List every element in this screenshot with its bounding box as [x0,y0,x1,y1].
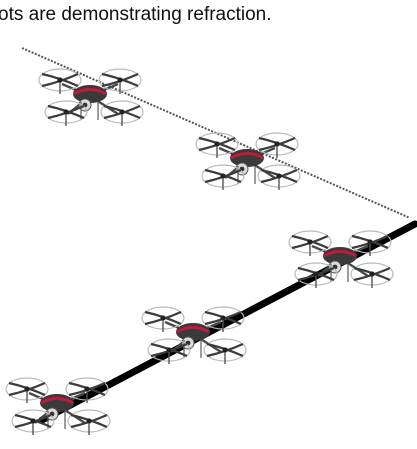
quadcopter-icon [196,133,300,190]
refracted-path-line [42,224,415,420]
quadcopter-icon [289,231,393,288]
quadcopter-icon [142,307,246,364]
quadcopter-icon [6,378,110,435]
